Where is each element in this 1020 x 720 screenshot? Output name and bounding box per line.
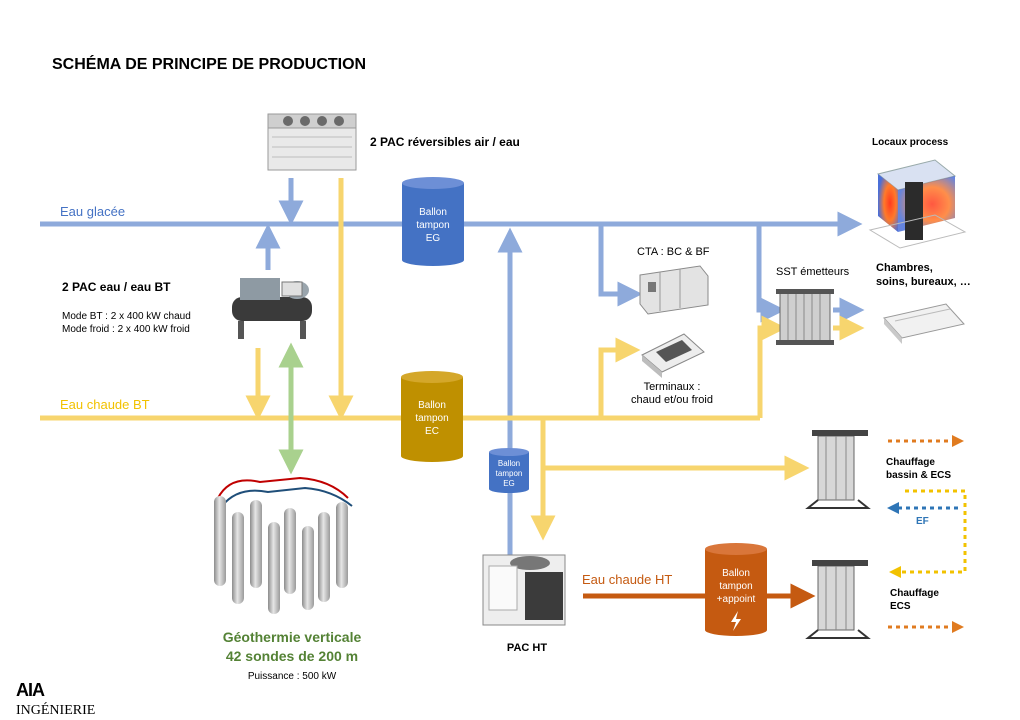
terminaux-label-2: chaud et/ou froid	[631, 394, 713, 406]
puissance-label: Puissance : 500 kW	[248, 671, 337, 682]
cta-unit-image	[639, 265, 709, 315]
tank-eg-small-label-2: tampon	[496, 469, 523, 478]
mode-bt-label: Mode BT : 2 x 400 kW chaud	[62, 311, 191, 322]
logo-mark: AIA	[16, 680, 45, 700]
dotted-flows	[887, 435, 967, 633]
eau-chaude-bt-label: Eau chaude BT	[60, 397, 150, 412]
chauffage-bassin-label-2: bassin & ECS	[886, 470, 951, 481]
tank-ec-label-3: EC	[425, 426, 439, 437]
cta-label: CTA : BC & BF	[637, 246, 710, 258]
tank-ht-label-3: +appoint	[717, 594, 756, 605]
tank-eg-small-label-3: EG	[503, 479, 515, 488]
chauffage-ecs-label-1: Chauffage	[890, 588, 939, 599]
tank-eg: Ballon tampon EG	[402, 177, 464, 266]
pac-ht-label: PAC HT	[507, 642, 547, 654]
tank-ec-label-1: Ballon	[418, 400, 446, 411]
lightning-icon	[731, 611, 741, 631]
ecs-exchanger-image	[805, 560, 871, 639]
tank-eg-small: Ballon tampon EG	[489, 448, 529, 493]
sst-exchanger-image	[776, 289, 834, 345]
mode-froid-label: Mode froid : 2 x 400 kW froid	[62, 324, 190, 335]
tank-ec: Ballon tampon EC	[401, 371, 463, 462]
chambres-label-1: Chambres,	[876, 262, 933, 274]
pac-air-unit-image	[267, 113, 357, 171]
hot-water-bt-pipes	[40, 178, 865, 541]
locaux-process-image	[868, 159, 967, 249]
sst-hot-branch	[757, 315, 787, 418]
eau-chaude-ht-label: Eau chaude HT	[582, 572, 672, 587]
ef-label: EF	[916, 516, 929, 527]
geothermie-label-2: 42 sondes de 200 m	[226, 648, 358, 664]
terminal-unit-image	[641, 333, 705, 378]
tank-eg-label-2: tampon	[416, 220, 449, 231]
pac-eau-label: 2 PAC eau / eau BT	[62, 280, 171, 294]
terminaux-hot-branch	[598, 337, 641, 418]
tank-eg-small-label-1: Ballon	[498, 459, 520, 468]
page-title: SCHÉMA DE PRINCIPE DE PRODUCTION	[52, 54, 366, 73]
bassin-exchanger-image	[805, 430, 871, 509]
chauffage-bassin-label-1: Chauffage	[886, 457, 935, 468]
tank-ht-label-2: tampon	[719, 581, 752, 592]
geothermie-label-1: Géothermie verticale	[223, 629, 362, 645]
bassin-to-ecs-dotted-loop	[889, 489, 967, 578]
sst-label: SST émetteurs	[776, 266, 850, 278]
tank-ht: Ballon tampon +appoint	[705, 543, 767, 636]
sst-cold-branch	[756, 224, 786, 323]
chambres-unit-image	[883, 303, 965, 344]
tank-ht-label-1: Ballon	[722, 568, 750, 579]
chambres-label-2: soins, bureaux, …	[876, 276, 971, 288]
cta-cold-branch	[598, 224, 643, 307]
pac-air-label: 2 PAC réversibles air / eau	[370, 135, 520, 149]
pac-eau-unit-image	[232, 278, 312, 339]
eau-glacee-label: Eau glacée	[60, 204, 125, 219]
labels: 2 PAC réversibles air / eau Eau glacée 2…	[60, 135, 971, 682]
tank-eg-label-3: EG	[426, 233, 441, 244]
pac-ht-unit-image	[482, 554, 566, 626]
chauffage-ecs-label-2: ECS	[890, 601, 911, 612]
tank-ec-label-2: tampon	[415, 413, 448, 424]
geothermal-probes-image	[214, 476, 353, 614]
aia-logo: AIA INGÉNIERIE	[16, 680, 95, 718]
logo-text: INGÉNIERIE	[16, 701, 95, 718]
terminaux-label-1: Terminaux :	[644, 381, 701, 393]
locaux-process-label: Locaux process	[872, 137, 949, 148]
tank-eg-label-1: Ballon	[419, 207, 447, 218]
